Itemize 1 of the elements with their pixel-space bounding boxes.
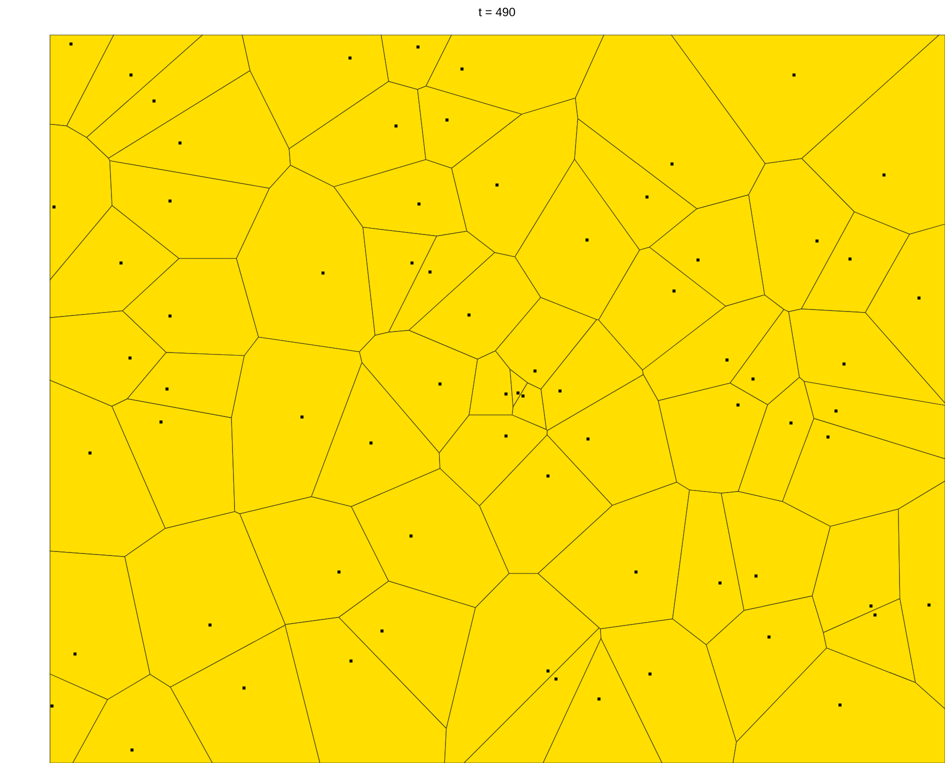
plot-title: t = 490 xyxy=(478,8,516,16)
